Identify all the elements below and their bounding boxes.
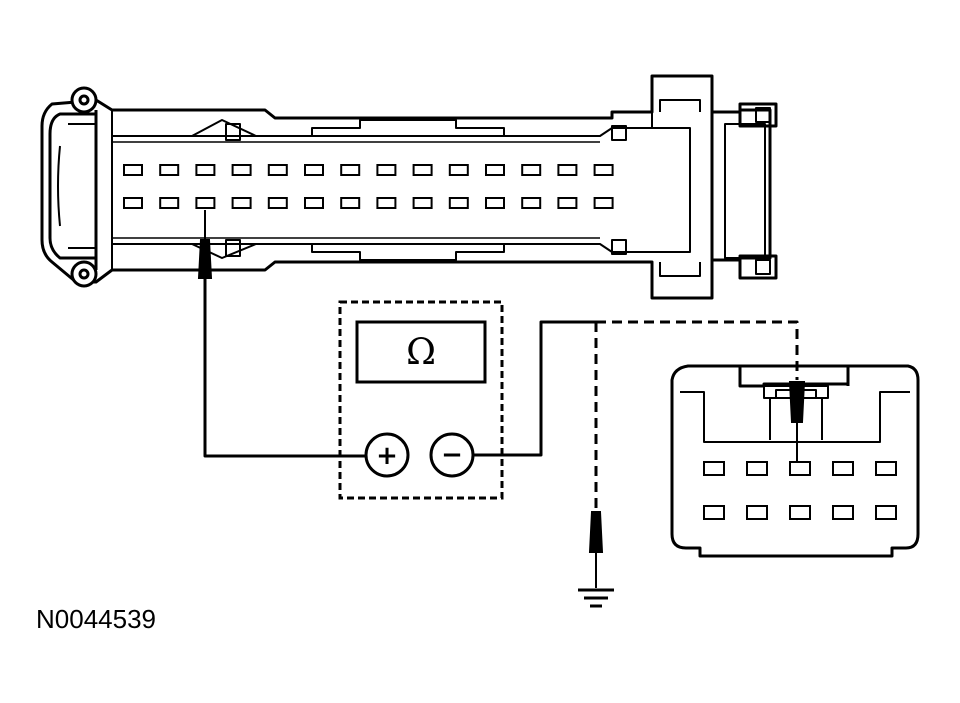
pin-cavity [376,164,397,176]
negative-test-lead [473,320,596,457]
pin-cavity [159,197,180,209]
negative-terminal-label: − [441,440,463,470]
pin-cavity [123,197,143,209]
pin-cavity [593,197,614,209]
pin-cavity [832,505,854,520]
pin-cavity [304,164,324,176]
pin-cavity [304,197,324,209]
pin-cavity [789,461,811,476]
ohmmeter [338,300,504,500]
test-probe-icon [588,511,604,588]
pin-cavity [340,164,361,176]
pin-cavity [789,505,811,520]
pin-cavity [703,461,725,476]
pin-cavity [746,461,768,476]
pin-cavity [267,164,288,176]
pin-cavity [448,197,469,209]
test-probe-icon [788,381,806,462]
ohm-symbol: Ω [406,332,436,373]
pin-cavity [832,461,854,476]
pin-cavity [412,164,433,176]
pin-cavity [123,164,143,176]
pin-cavity [267,197,288,209]
pin-cavity [159,164,180,176]
pin-cavity [448,164,469,176]
positive-terminal-label: + [376,441,398,471]
pin-cavity [521,197,542,209]
negative-lead-to-small-connector [596,320,799,380]
test-probe-icon [197,210,213,279]
pin-cavity [557,197,578,209]
large-connector [40,74,778,300]
pin-cavity [412,197,433,209]
pin-cavity [557,164,578,176]
pin-cavity [485,164,505,176]
pin-cavity [231,197,252,209]
pin-cavity [485,197,505,209]
pin-cavity [593,164,614,176]
ground-symbol-icon [578,588,614,608]
test-leads [203,278,799,512]
figure-reference-number: N0044539 [36,604,156,634]
pin-cavity [703,505,725,520]
pin-cavity [875,505,897,520]
small-connector-pins [703,461,897,520]
pin-cavity [231,164,252,176]
pin-cavity [376,197,397,209]
pin-cavity [195,164,216,176]
pin-cavity [195,197,216,209]
pin-cavity [746,505,768,520]
pin-cavity [875,461,897,476]
large-connector-pins [123,164,614,209]
pin-cavity [340,197,361,209]
positive-test-lead [203,278,366,458]
pin-cavity [521,164,542,176]
